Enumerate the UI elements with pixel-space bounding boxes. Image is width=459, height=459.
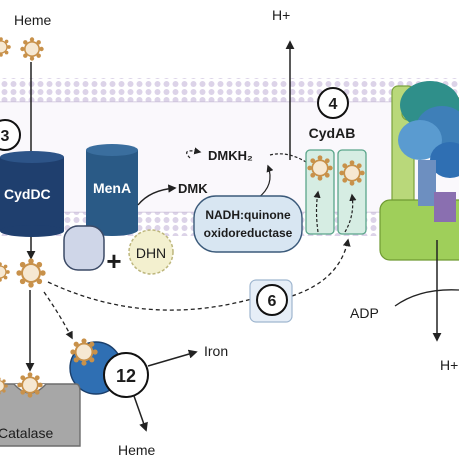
- label-adp: ADP: [350, 305, 379, 321]
- svg-text:4: 4: [329, 96, 338, 113]
- label-plus: +: [106, 246, 121, 276]
- badge6-to-cydab-dashed-arrow: [291, 238, 351, 297]
- label-h-plus-bottom: H+: [440, 357, 458, 373]
- label-cyddc: CydDC: [4, 186, 51, 202]
- label-iron: Iron: [204, 343, 228, 359]
- badge-12: 12: [103, 352, 149, 398]
- heme-icon: [0, 37, 11, 57]
- atp-synthase: [379, 81, 459, 261]
- heme-icon: [20, 37, 44, 61]
- svg-text:oxidoreductase: oxidoreductase: [204, 226, 293, 240]
- heme-icon: [70, 338, 98, 366]
- adp-curve: [394, 289, 459, 307]
- badge-6: 6: [249, 279, 293, 323]
- label-dhn: DHN: [136, 245, 166, 261]
- svg-text:3: 3: [1, 128, 10, 145]
- badge-3: 3: [0, 119, 21, 151]
- badge-4: 4: [317, 87, 349, 119]
- svg-text:NADH:quinone: NADH:quinone: [205, 208, 291, 222]
- heme-insert-arrow-a: [313, 190, 321, 233]
- heme-icon: [307, 155, 333, 181]
- heme-insert-arrow-b: [344, 193, 357, 233]
- label-h-plus-top: H+: [272, 7, 290, 23]
- heme-icon: [0, 262, 10, 282]
- nadh-oxidoreductase: NADH:quinone oxidoreductase: [193, 195, 303, 253]
- mena-enzyme: MenA: [86, 144, 138, 236]
- dhn-blob: [128, 229, 174, 275]
- label-dmk: DMK: [178, 181, 208, 196]
- label-dmkh2: DMKH₂: [208, 148, 253, 163]
- dmk-recycle-arrow: [186, 147, 202, 159]
- heme-icon: [17, 372, 43, 398]
- mena-to-dmk-arrow: [137, 184, 177, 206]
- heme-icon: [339, 160, 365, 186]
- iron-release-arrow: [147, 349, 198, 367]
- label-heme-bottom: Heme: [118, 442, 156, 458]
- catalase: Catalase: [0, 383, 81, 447]
- heme-release-arrow: [133, 395, 148, 432]
- svg-text:12: 12: [116, 366, 136, 386]
- heme-icon: [16, 258, 46, 288]
- substrate-blob: [63, 225, 105, 271]
- label-mena: MenA: [93, 180, 131, 196]
- heme-to-cydab-dashed-arrow: [47, 281, 263, 311]
- label-cydab: CydAB: [309, 125, 356, 141]
- cyddc-transporter: CydDC: [0, 151, 64, 237]
- svg-text:6: 6: [268, 293, 277, 310]
- label-heme-top: Heme: [14, 12, 52, 28]
- heme-to-hemoprotein-arrow: [43, 291, 73, 340]
- label-catalase: Catalase: [0, 425, 53, 441]
